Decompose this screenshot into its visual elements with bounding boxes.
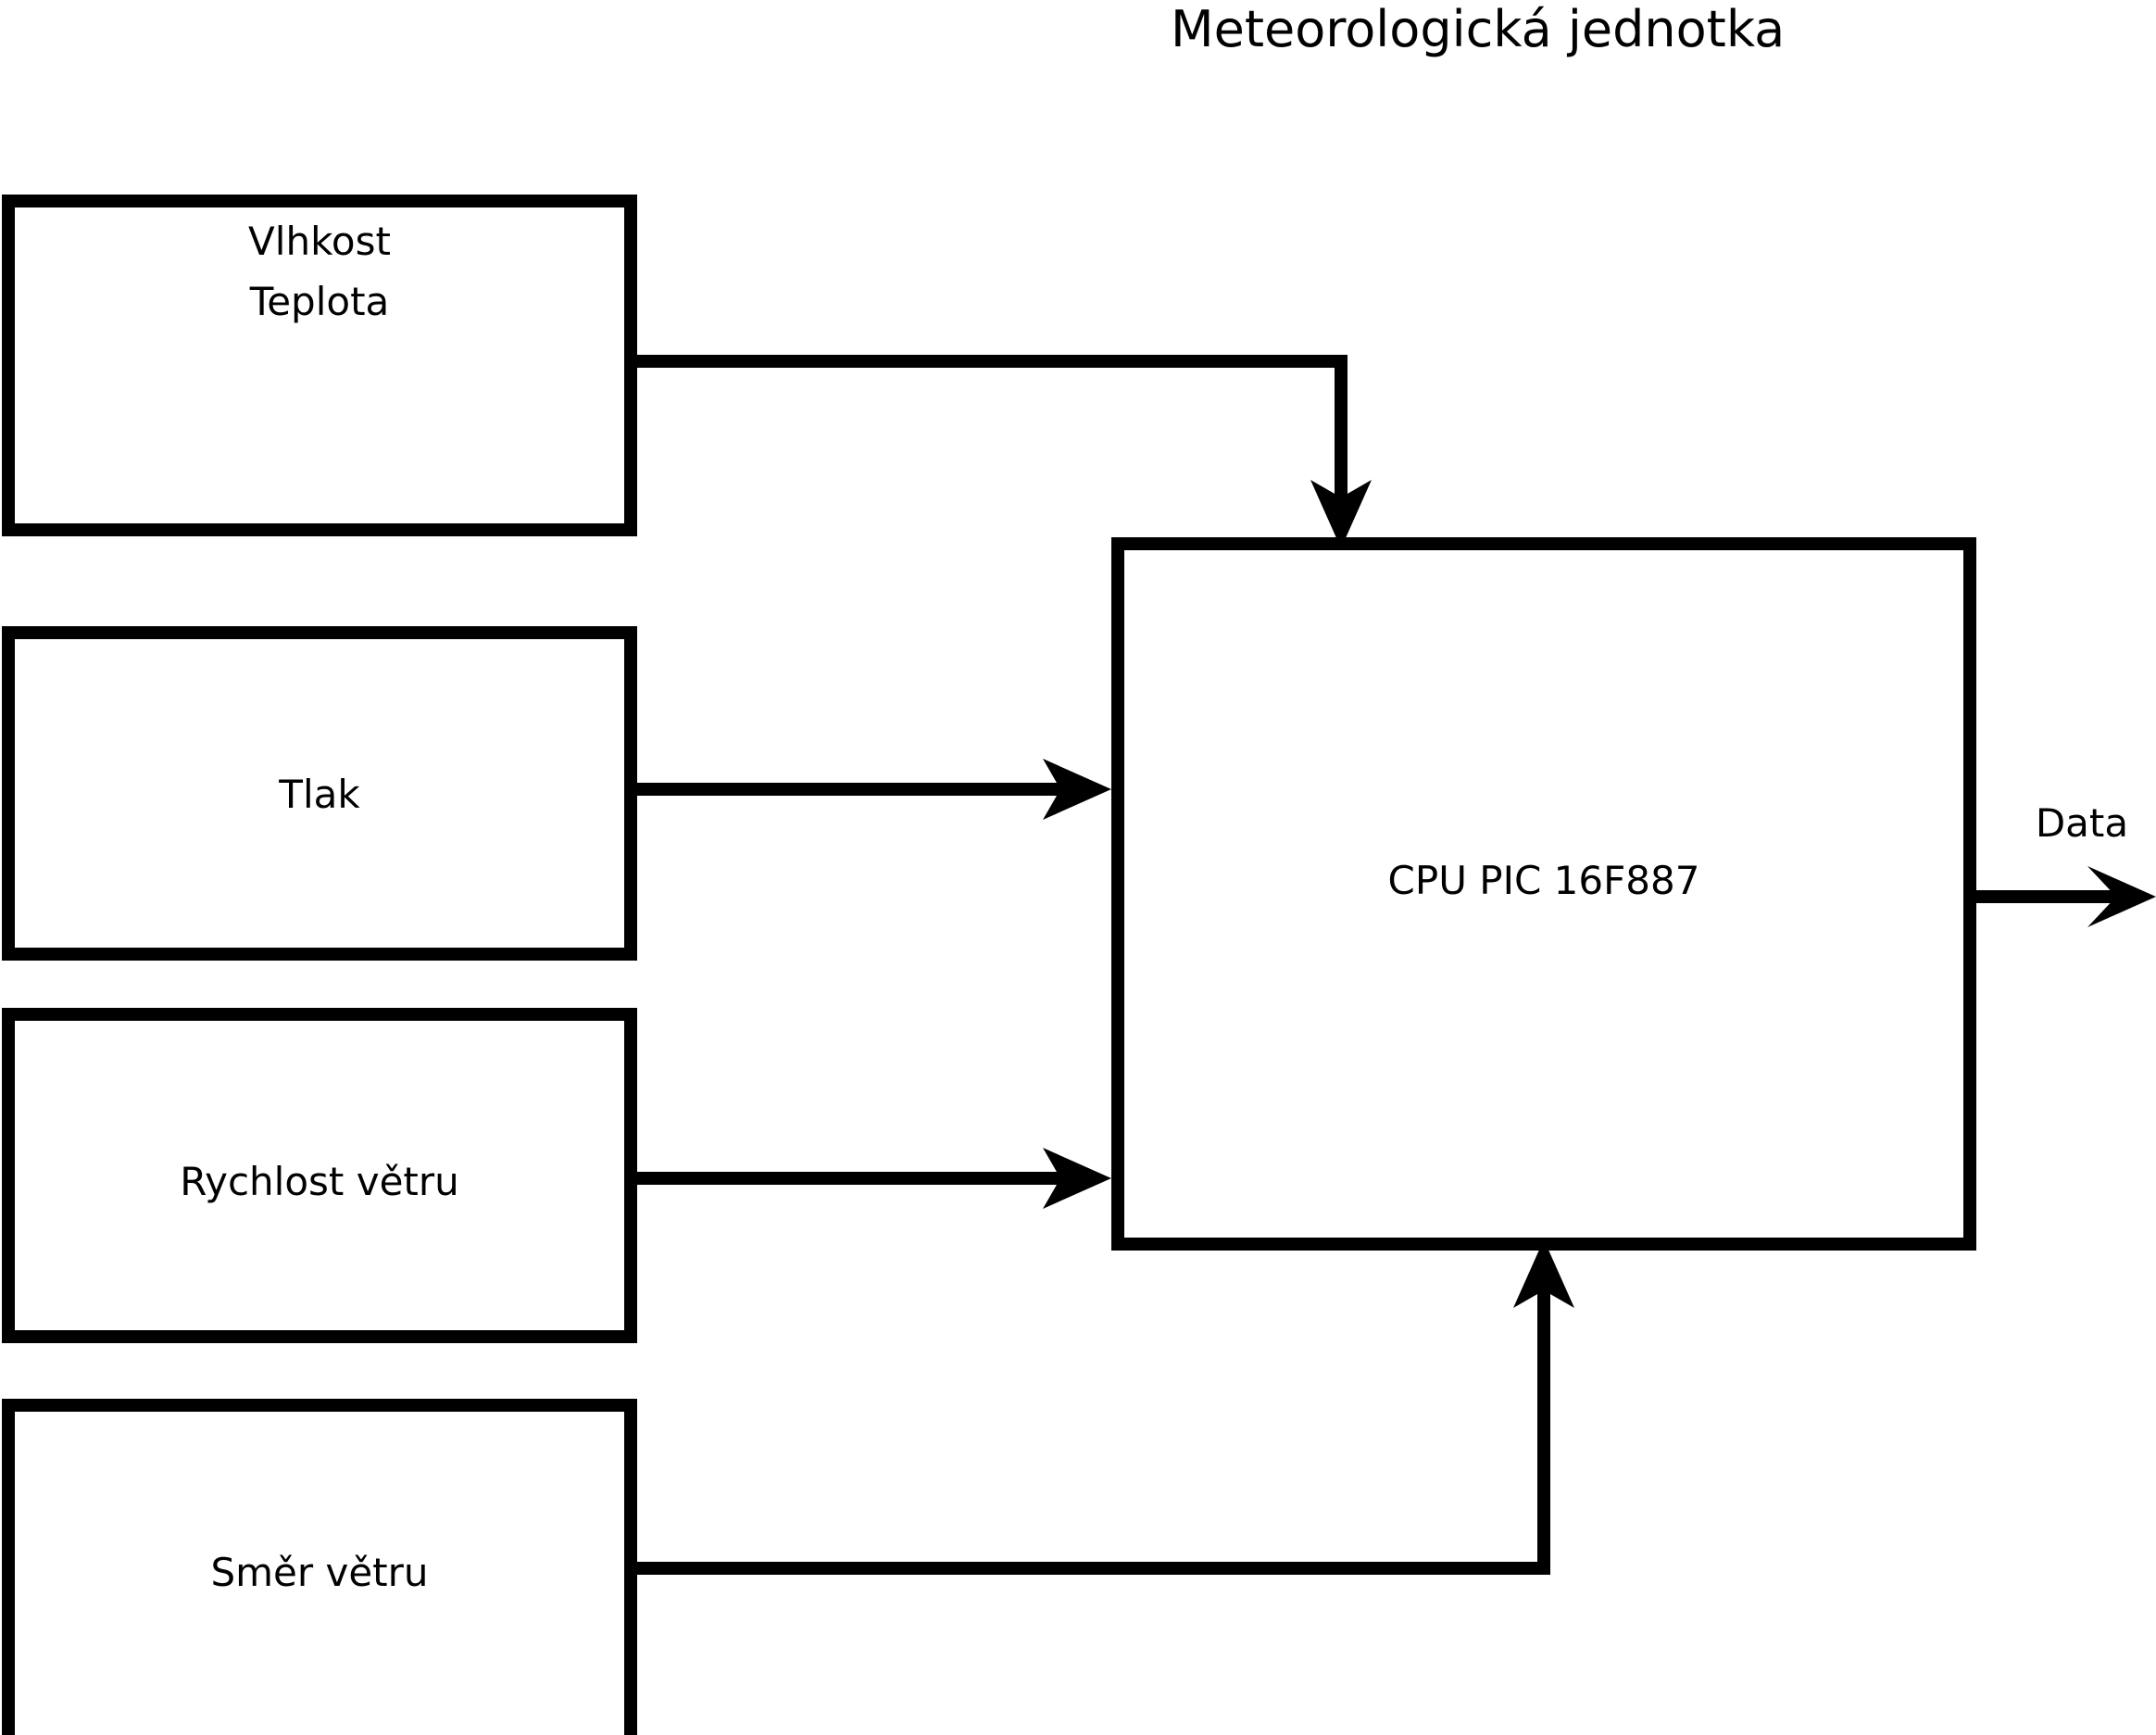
data-output-label: Data: [2036, 800, 2128, 846]
arrowhead-cpu-to-data-output: [2087, 866, 2156, 927]
block-pressure[interactable]: [2, 626, 637, 961]
arrowhead-pressure-to-cpu: [1043, 759, 1111, 820]
block-wind-speed[interactable]: [2, 1008, 637, 1343]
block-humidity-temperature-label-line1: Vlhkost: [248, 219, 391, 264]
block-humidity-temperature-label-line2: Teplota: [249, 279, 390, 324]
block-cpu[interactable]: [1111, 537, 1976, 1251]
arrowhead-humidity-to-cpu: [1310, 480, 1372, 548]
block-humidity-temperature[interactable]: [2, 195, 637, 536]
wire-humidity-to-cpu: [631, 355, 1348, 514]
diagram-title: Meteorologická jednotka: [1171, 0, 1785, 58]
block-pressure-label: Tlak: [278, 772, 360, 817]
block-wind-direction-label: Směr větru: [210, 1550, 428, 1595]
wire-wind-direction-to-cpu: [631, 1278, 1550, 1575]
block-wind-speed-label: Rychlost větru: [180, 1159, 459, 1204]
arrowhead-wind-direction-to-cpu: [1513, 1239, 1574, 1308]
block-cpu-label: CPU PIC 16F887: [1388, 858, 1700, 903]
arrowhead-wind-speed-to-cpu: [1043, 1148, 1111, 1209]
